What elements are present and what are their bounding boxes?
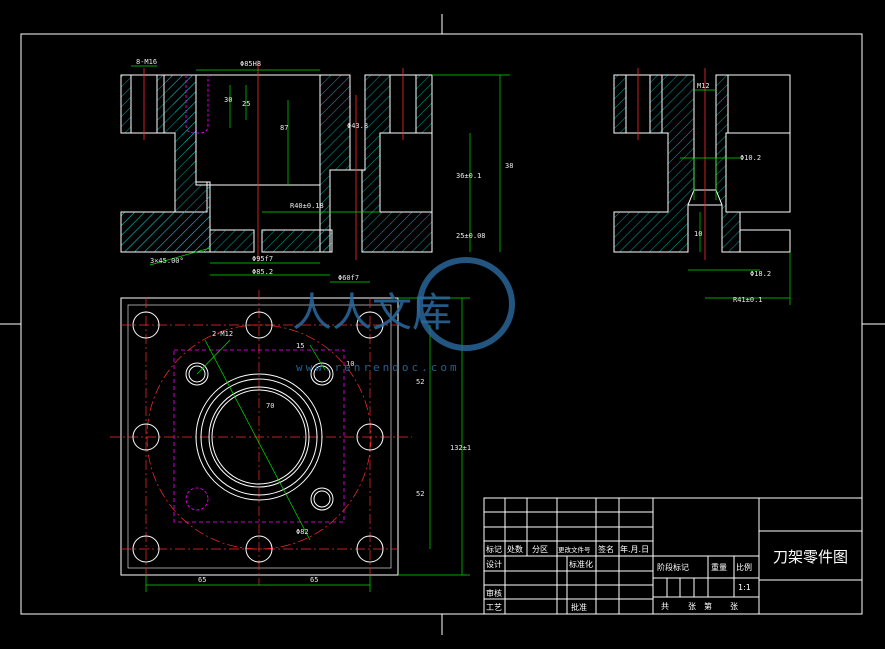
dim-side-0: M12 [697, 82, 710, 90]
dim-front-8: 36±0.1 [456, 172, 481, 180]
dim-front-11: Φ95f7 [252, 255, 273, 263]
plan-view: 2-M12 15 10 70 52 52 132±1 Φ82 65 65 [110, 290, 471, 592]
dim-front-6: R40±0.18 [290, 202, 324, 210]
tb-sheets-label: 张 [688, 602, 696, 611]
dim-plan-0: 2-M12 [212, 330, 233, 338]
dim-front-3: 25 [242, 100, 250, 108]
tb-change-doc: 更改文件号 [558, 545, 591, 554]
dim-plan-4: 52 [416, 378, 424, 386]
dim-plan-6: 132±1 [450, 444, 471, 452]
dim-front-7: 38 [505, 162, 513, 170]
side-section-view: M12 Φ10.2 10 Φ18.2 R41±0.1 [613, 68, 791, 305]
dim-side-2: 10 [694, 230, 702, 238]
dim-front-1: Φ85H8 [240, 60, 261, 68]
tb-date: 年.月.日 [620, 544, 649, 554]
tb-review: 审核 [486, 588, 502, 598]
tb-weight: 重量 [711, 562, 727, 572]
watermark: 人人文库 www.renrendoc.com [292, 257, 515, 374]
tb-ratio: 比例 [736, 562, 752, 572]
dim-front-10: 3×45.00° [150, 257, 184, 265]
watermark-text: 人人文库 [292, 290, 452, 336]
tb-signature: 签名 [598, 544, 614, 554]
dim-front-9: 25±0.08 [456, 232, 486, 240]
dim-front-5: Φ43.8 [347, 122, 368, 130]
drawing-title: 刀架零件图 [773, 548, 848, 566]
dim-plan-9: 65 [310, 576, 318, 584]
dim-plan-3: 70 [266, 402, 274, 410]
dim-front-0: 8-M16 [136, 58, 157, 66]
tb-design: 设计 [486, 559, 502, 569]
dim-front-13: Φ60f7 [338, 274, 359, 282]
dim-front-12: Φ85.2 [252, 268, 273, 276]
title-block: 标记 处数 分区 更改文件号 签名 年.月.日 设计 标准化 审核 工艺 批准 … [483, 497, 863, 615]
front-section-view: 8-M16 Φ85H8 30 25 87 Φ43.8 R40±0.18 38 3… [120, 58, 513, 283]
tb-sheet-label: 张 [730, 602, 738, 611]
dim-plan-2: 10 [346, 360, 354, 368]
tb-sheets-total: 共 [661, 602, 669, 611]
tb-zone: 分区 [532, 545, 548, 554]
dim-front-2: 30 [224, 96, 232, 104]
dim-plan-7: Φ82 [296, 528, 309, 536]
sheet-border [0, 14, 885, 635]
dim-front-4: 87 [280, 124, 288, 132]
dim-plan-8: 65 [198, 576, 206, 584]
dim-side-4: R41±0.1 [733, 296, 763, 304]
tb-scale-value: 1:1 [738, 583, 751, 592]
dim-plan-1: 15 [296, 342, 304, 350]
dim-side-1: Φ10.2 [740, 154, 761, 162]
tb-sheet-no: 第 [704, 601, 712, 611]
dim-plan-5: 52 [416, 490, 424, 498]
tb-count: 处数 [507, 544, 523, 554]
tb-marks: 标记 [486, 544, 502, 554]
dim-side-3: Φ18.2 [750, 270, 771, 278]
watermark-url: www.renrendoc.com [296, 361, 460, 374]
tb-standardize: 标准化 [569, 559, 593, 569]
tb-stage-mark: 阶段标记 [657, 562, 689, 572]
tb-approve: 批准 [571, 602, 587, 612]
tb-process: 工艺 [486, 603, 502, 612]
